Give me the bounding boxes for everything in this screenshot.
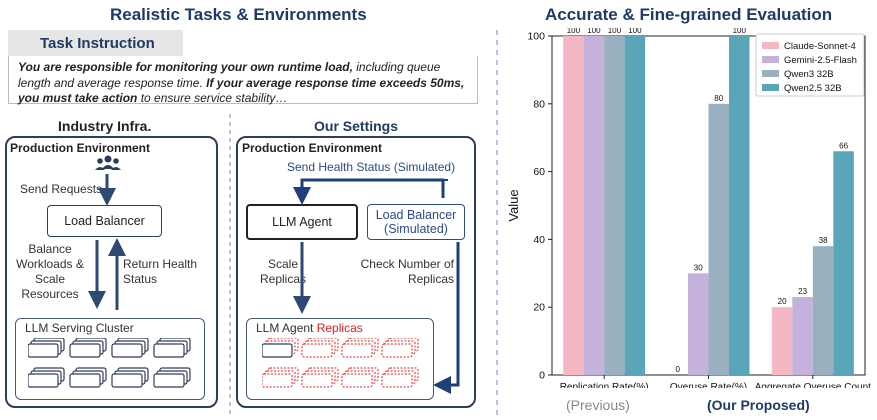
scale-line-1: Scale [267, 257, 299, 271]
replicas-label-red: Replicas [316, 321, 363, 335]
return-health-line-1: Return Health [123, 257, 198, 271]
bar-value-2-1: 23 [798, 287, 807, 296]
bar-2-2 [812, 246, 834, 375]
check-line-2: Replicas [407, 272, 454, 286]
ours-heading: Our Settings [314, 118, 399, 134]
users-icon [95, 155, 121, 170]
scale-replicas-label: Scale Replicas [253, 257, 313, 287]
legend-swatch-0 [762, 42, 779, 49]
task-title: Task Instruction [40, 35, 155, 52]
serving-cluster [15, 318, 205, 400]
sim-lb-line-2: (Simulated) [384, 222, 448, 236]
serving-cluster-label: LLM Serving Cluster [25, 321, 134, 335]
bar-0-1 [583, 36, 605, 375]
task-text-bold-1: You are responsible for monitoring your … [18, 60, 353, 74]
task-text-normal-2: to ensure service stability… [137, 91, 288, 105]
bar-value-0-0: 100 [567, 28, 581, 35]
check-line-1: Check Number of [360, 257, 454, 271]
legend-swatch-1 [762, 56, 779, 63]
replicas-label: LLM Agent Replicas [256, 321, 363, 336]
bar-1-1 [688, 273, 709, 375]
bar-value-2-2: 38 [819, 236, 828, 245]
bar-value-0-3: 100 [628, 28, 642, 35]
y-tick-label-80: 80 [533, 98, 545, 110]
industry-arrows [88, 174, 126, 310]
bar-value-1-0: 0 [676, 365, 681, 374]
bar-value-1-2: 80 [714, 94, 723, 103]
footer-previous: (Previous) [566, 397, 630, 413]
industry-heading: Industry Infra. [58, 118, 152, 134]
bar-value-1-3: 100 [733, 28, 747, 35]
left-heading: Realistic Tasks & Environments [110, 5, 367, 24]
task-title-tab [8, 30, 183, 56]
y-tick-label-20: 20 [533, 302, 545, 314]
legend-swatch-2 [762, 70, 779, 77]
legend-label-1: Gemini-2.5-Flash [784, 55, 857, 66]
balance-line-3: Scale [34, 272, 66, 286]
y-tick-label-0: 0 [539, 370, 545, 382]
legend-label-2: Qwen3 32B [784, 69, 834, 80]
ours-arrows [293, 178, 460, 394]
server-stack-icons [28, 338, 191, 388]
arrow-check-replicas [433, 242, 460, 394]
ours-env-title: Production Environment [242, 141, 383, 155]
bar-0-2 [604, 36, 625, 375]
task-instruction-box [8, 56, 478, 104]
legend-label-0: Claude-Sonnet-4 [784, 41, 856, 52]
return-health-line-2: Status [123, 272, 158, 286]
legend-swatch-3 [762, 84, 779, 91]
right-heading: Accurate & Fine-grained Evaluation [545, 5, 833, 24]
bar-0-3 [624, 36, 646, 375]
balance-label: Balance Workloads & Scale Resources [15, 242, 85, 302]
y-tick-label-40: 40 [533, 234, 545, 246]
bar-1-2 [708, 103, 729, 376]
scale-line-2: Replicas [259, 272, 307, 286]
send-requests-label: Send Requests [20, 182, 103, 196]
sim-load-balancer-box: Load Balancer (Simulated) [367, 204, 465, 240]
bar-0-0 [563, 36, 584, 375]
replicas-box [246, 318, 434, 400]
balance-line-1: Balance [28, 242, 72, 256]
industry-panel [5, 136, 218, 408]
footer-proposed: (Our Proposed) [707, 397, 810, 413]
return-health-label: Return Health Status [123, 257, 197, 287]
balance-line-2: Workloads & [16, 257, 84, 271]
bar-value-2-0: 20 [778, 297, 787, 306]
bar-value-0-2: 100 [608, 28, 622, 35]
y-tick-label-100: 100 [527, 31, 545, 43]
arrow-send-health [293, 178, 445, 205]
x-tick-label-1: Overuse Rate(%) [670, 382, 747, 388]
legend-box [755, 33, 865, 97]
bar-2-1 [792, 297, 813, 375]
check-replicas-label: Check Number of Replicas [357, 257, 454, 287]
ours-panel [236, 136, 476, 408]
y-axis-label: Value [506, 189, 521, 221]
bar-value-2-3: 66 [839, 141, 848, 150]
bar-2-3 [833, 151, 854, 375]
task-text-bold-2: If your average response time exceeds 50… [18, 75, 465, 106]
task-instruction-text: You are responsible for monitoring your … [18, 60, 476, 107]
legend-label-3: Qwen2.5 32B [784, 83, 842, 94]
y-tick-label-60: 60 [533, 166, 545, 178]
replica-stack-icons [262, 338, 419, 388]
llm-agent-box: LLM Agent [246, 204, 358, 240]
x-tick-label-0: Replication Rate(%) [560, 382, 649, 388]
replicas-label-prefix: LLM Agent [256, 321, 317, 335]
task-text-normal-1: including queue length and average respo… [18, 60, 441, 90]
bar-2-0 [771, 307, 793, 375]
industry-env-title: Production Environment [10, 141, 151, 155]
balance-line-4: Resources [21, 287, 79, 301]
industry-load-balancer: Load Balancer [47, 205, 162, 237]
sim-lb-line-1: Load Balancer [375, 208, 457, 222]
x-tick-label-2: Aggregate Overuse Count [755, 382, 871, 388]
bar-value-0-1: 100 [587, 28, 601, 35]
send-health-label: Send Health Status (Simulated) [287, 160, 456, 174]
bar-value-1-1: 30 [694, 263, 703, 272]
bar-1-3 [729, 36, 750, 375]
